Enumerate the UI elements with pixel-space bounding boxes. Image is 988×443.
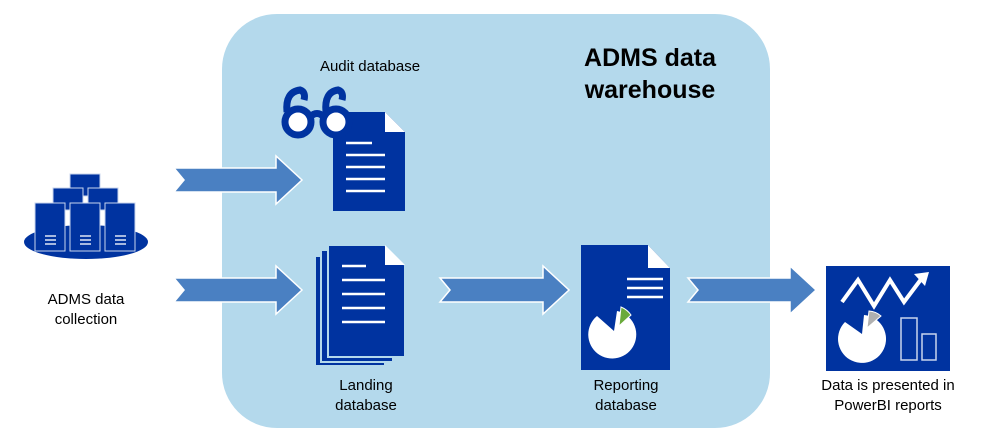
audit-label: Audit database	[300, 57, 440, 77]
collection-label-line2: collection	[54, 311, 118, 328]
arrow-landing-to-reporting	[438, 264, 571, 316]
powerbi-label: Data is presented in PowerBI reports	[798, 376, 978, 416]
warehouse-title: ADMS data warehouse	[560, 42, 740, 106]
audit-document-icon	[333, 112, 405, 211]
arrow-collection-to-audit	[172, 154, 304, 206]
landing-label: Landing database	[306, 376, 426, 416]
powerbi-report-icon	[826, 266, 950, 371]
reporting-label-line1: Reporting	[593, 377, 659, 394]
powerbi-label-line1: Data is presented in	[821, 377, 955, 394]
landing-label-line1: Landing	[339, 377, 393, 394]
warehouse-title-line1: ADMS data	[584, 44, 716, 72]
reporting-label-line2: database	[595, 397, 657, 414]
collection-label: ADMS data collection	[26, 290, 146, 330]
reporting-document-icon	[581, 245, 670, 370]
collection-label-line1: ADMS data	[47, 291, 125, 308]
reporting-label: Reporting database	[566, 376, 686, 416]
glasses-icon	[281, 86, 353, 139]
warehouse-title-line2: warehouse	[584, 76, 716, 104]
server-cluster-icon	[24, 173, 148, 259]
arrow-reporting-to-powerbi	[686, 264, 818, 316]
arrow-collection-to-landing	[172, 264, 304, 316]
powerbi-label-line2: PowerBI reports	[834, 397, 942, 414]
audit-label-line1: Audit database	[319, 58, 421, 75]
landing-documents-icon	[314, 244, 406, 367]
landing-label-line2: database	[335, 397, 397, 414]
